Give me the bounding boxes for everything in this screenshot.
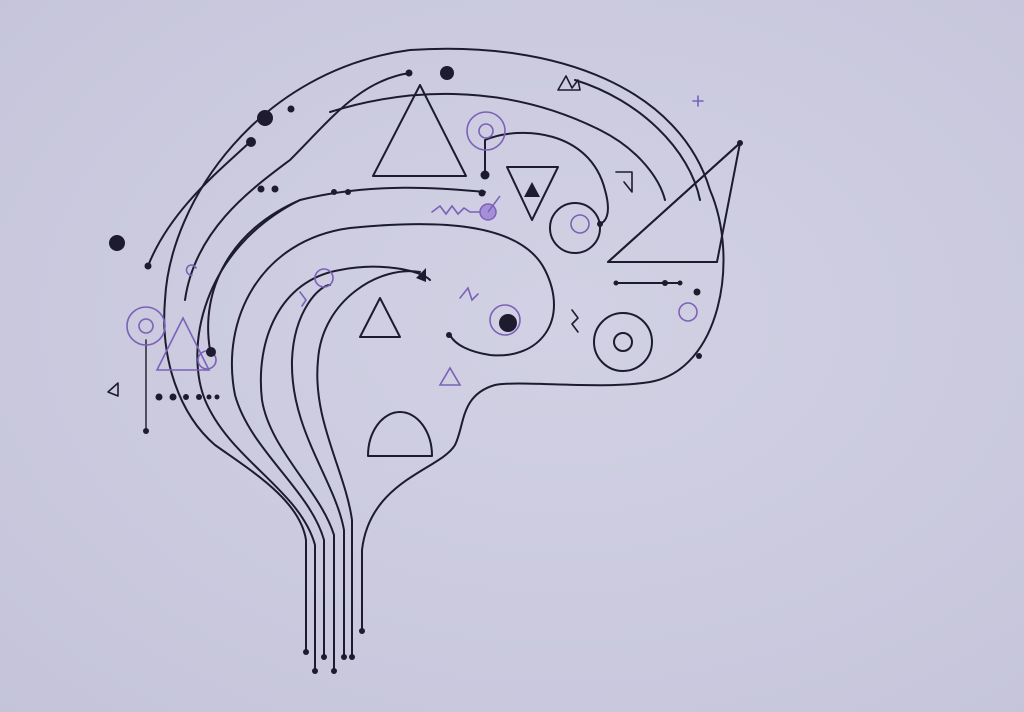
circuit-trace-7 xyxy=(184,72,411,301)
terminal-dot xyxy=(349,654,355,660)
terminal-dot xyxy=(312,668,318,674)
zigzag-mark-top xyxy=(557,75,581,91)
triangle-large xyxy=(372,84,467,177)
node-dot xyxy=(257,110,273,126)
small-triangle-left xyxy=(107,382,119,397)
accent-ring-top xyxy=(466,111,506,151)
terminal-dot xyxy=(303,649,309,655)
node-dot-small xyxy=(143,428,149,434)
node-dot-small xyxy=(246,137,256,147)
circuit-trace-6 xyxy=(147,141,251,267)
accent-wave xyxy=(431,204,481,216)
brain-outline xyxy=(163,47,725,651)
ring-circle xyxy=(549,202,601,254)
node-dot-small xyxy=(693,288,701,296)
node-dot xyxy=(109,235,125,251)
circuit-trace-9 xyxy=(484,131,609,225)
accent-hook-2 xyxy=(299,291,307,307)
node-dot-small xyxy=(169,393,177,401)
triangle-inverted xyxy=(506,166,559,221)
flag-mark xyxy=(615,171,633,193)
node-dot-small xyxy=(155,393,163,401)
node-dot-small xyxy=(206,394,212,400)
accent-ring-left xyxy=(126,306,166,346)
node-dot-small xyxy=(737,140,743,146)
node-dot-small xyxy=(331,189,337,195)
accent-spark xyxy=(487,195,501,213)
accent-ring-inner-brain xyxy=(570,214,590,234)
accent-ring-right xyxy=(678,302,698,322)
circuit-trace-1 xyxy=(196,186,486,671)
node-dot-small xyxy=(287,105,295,113)
circuit-trace-2 xyxy=(230,223,555,657)
accent-triangle-left xyxy=(155,316,211,371)
accent-hook xyxy=(185,264,197,276)
node-dot-small xyxy=(446,332,452,338)
node-dot-small xyxy=(662,280,668,286)
accent-ring-top-inner xyxy=(478,123,494,139)
triangle-small xyxy=(359,297,401,338)
target-circle-outer xyxy=(593,312,653,372)
terminal-dot xyxy=(341,654,347,660)
node-dot-small xyxy=(196,394,202,400)
bolt-mark xyxy=(571,309,579,333)
accent-ring-left-inner xyxy=(138,318,154,334)
circuit-trace-3 xyxy=(259,265,431,671)
circuit-trace-4 xyxy=(290,284,345,657)
node-dot-small xyxy=(677,280,683,286)
node-dot xyxy=(499,314,517,332)
circuit-trace-11 xyxy=(574,79,701,201)
node-dot-small xyxy=(405,69,413,77)
terminal-dot xyxy=(359,628,365,634)
node-dot xyxy=(206,347,216,357)
node-dot-small xyxy=(480,170,490,180)
filled-triangle xyxy=(524,182,540,197)
node-dot-small xyxy=(257,185,265,193)
semicircle xyxy=(367,411,433,457)
node-dot-small xyxy=(597,221,603,227)
accent-glyph-mid xyxy=(459,286,479,302)
circuit-trace-5 xyxy=(316,270,421,657)
terminal-dot xyxy=(321,654,327,660)
node-dot-small xyxy=(214,394,220,400)
accent-ring-mid xyxy=(489,304,521,336)
circuit-trace-8 xyxy=(207,199,301,351)
terminal-dot xyxy=(331,668,337,674)
accent-ring-small xyxy=(314,268,334,288)
node-dot-small xyxy=(613,280,619,286)
accent-glyph-small xyxy=(438,366,462,386)
circuit-trace-10 xyxy=(329,92,666,201)
node-dot-small xyxy=(271,185,279,193)
filled-arrowhead xyxy=(416,268,426,282)
node-dot-small xyxy=(183,394,189,400)
node-dot-small xyxy=(144,262,152,270)
diagonal-line xyxy=(607,142,741,263)
node-dot-small xyxy=(345,189,351,195)
node-dot xyxy=(440,66,454,80)
node-dot-small xyxy=(696,353,702,359)
target-circle-inner xyxy=(613,332,633,352)
node-dot-small xyxy=(478,189,486,197)
